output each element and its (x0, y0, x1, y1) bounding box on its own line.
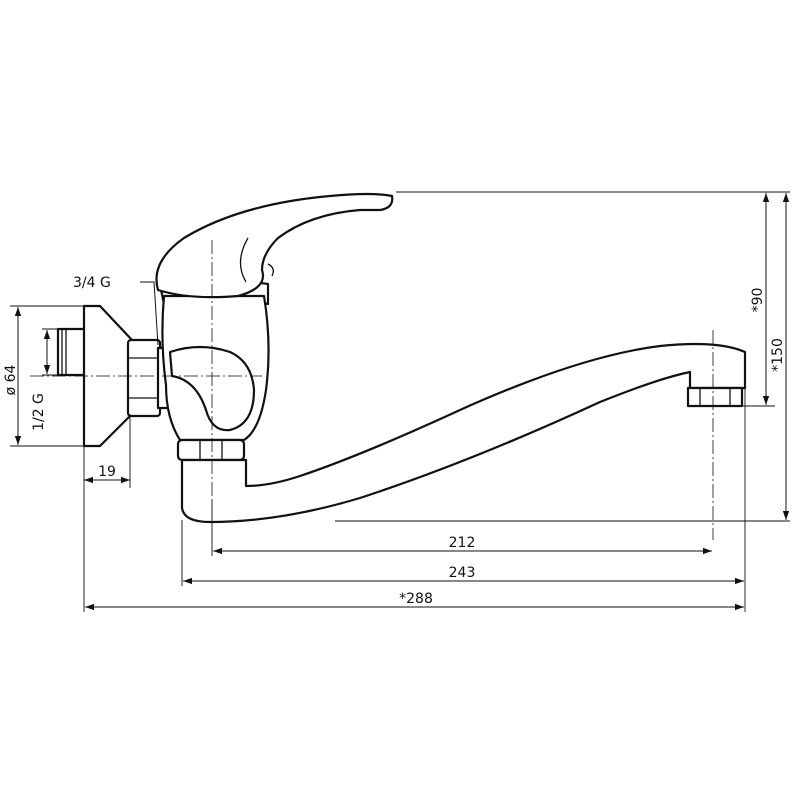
extension-lines (10, 191, 790, 612)
thread-leader-line (140, 281, 159, 346)
label-spout-reach-outer: 243 (449, 565, 476, 581)
dimension-labels: 3/4 G ø 64 1/2 G 19 212 243 *288 *90 *15… (3, 275, 786, 607)
label-connection-thread: 1/2 G (31, 393, 47, 431)
label-overall-length: *288 (399, 591, 433, 607)
label-spout-reach-inner: 212 (449, 535, 476, 551)
center-lines (30, 240, 714, 540)
hex-nut (126, 338, 162, 418)
wall-connector (56, 327, 87, 377)
label-lever-height: *90 (750, 288, 766, 313)
label-overall-height: *150 (770, 338, 786, 372)
faucet-outline (56, 192, 747, 524)
body-cutout (168, 345, 256, 432)
label-rosette-diameter: ø 64 (3, 364, 19, 395)
dimension-lines (14, 193, 790, 611)
aerator (686, 386, 744, 408)
label-rosette-depth: 19 (98, 464, 116, 480)
swivel-collar (176, 438, 246, 462)
lever-handle (155, 192, 394, 299)
label-inlet-thread: 3/4 G (73, 275, 111, 291)
